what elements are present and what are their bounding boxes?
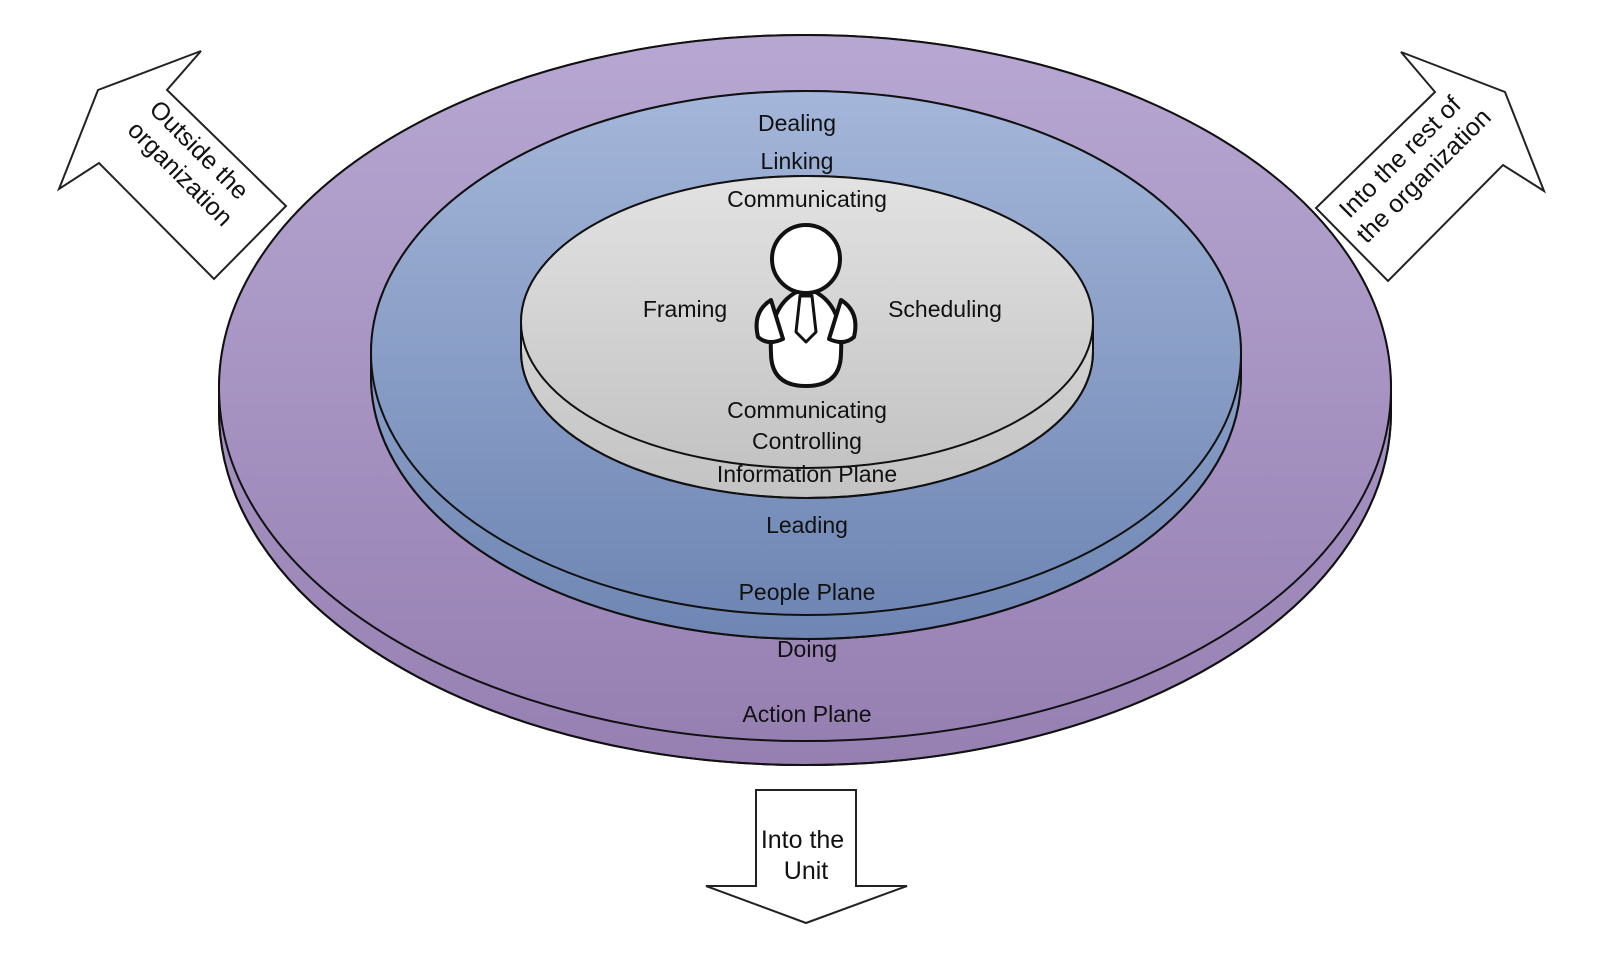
action-bottom-role-label: Doing: [777, 636, 837, 662]
people-bottom-role-label: Leading: [766, 512, 848, 538]
manager-person-icon: [754, 223, 858, 388]
people-top-role-label: Linking: [761, 148, 834, 174]
arrow-up-left-icon: [56, 50, 288, 281]
arrow-into-unit: Into the Unit: [705, 789, 908, 925]
people-plane-label: People Plane: [739, 579, 876, 605]
info-bottom-role-label-1: Communicating: [727, 397, 887, 423]
arrow-bottom-line1: Into the: [761, 826, 844, 854]
arrow-outside-organization: Outside the organization: [56, 50, 288, 281]
svg-text:Into the Unit: Into the Unit: [761, 826, 851, 885]
info-right-role-label: Scheduling: [888, 296, 1002, 322]
action-top-role-label: Dealing: [758, 110, 836, 136]
info-left-role-label: Framing: [643, 296, 727, 322]
arrow-bottom-line2: Unit: [784, 857, 829, 885]
info-top-role-label: Communicating: [727, 186, 887, 212]
arrow-rest-of-organization: Into the rest of the organization: [1314, 51, 1547, 283]
arrow-up-right-icon: [1314, 51, 1547, 283]
arrow-down-icon: [705, 789, 908, 925]
information-plane-label: Information Plane: [717, 461, 897, 487]
info-bottom-role-label-2: Controlling: [752, 428, 862, 454]
action-plane-label: Action Plane: [742, 701, 871, 727]
